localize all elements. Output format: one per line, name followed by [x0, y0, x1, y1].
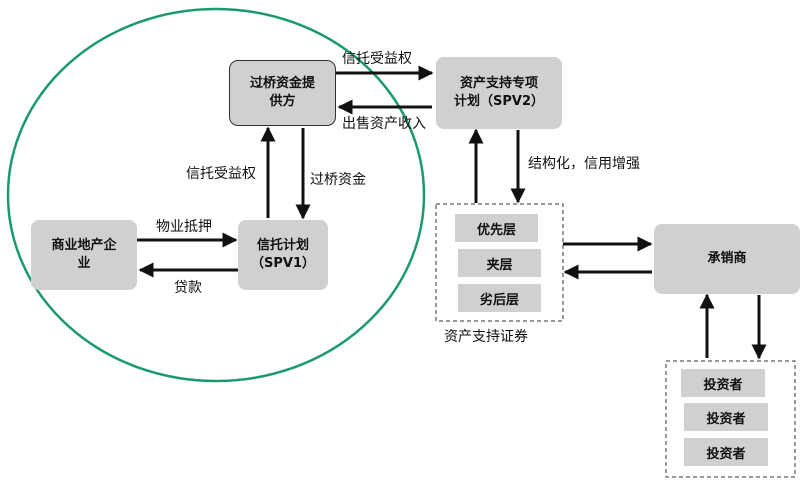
label-trust-beneficial-right-left: 信托受益权: [186, 166, 256, 182]
investor-3-label: 投资者: [706, 446, 746, 462]
bridge-fund-provider-label: 过桥资金提 供方: [249, 76, 315, 109]
tranche-senior: 优先层: [455, 214, 538, 242]
investor-1: 投资者: [681, 369, 765, 397]
label-loan: 贷款: [174, 280, 202, 296]
trust-plan-label: 信托计划 （SPV1）: [251, 238, 315, 271]
investor-1-label: 投资者: [703, 377, 743, 393]
tranche-subordinate: 劣后层: [458, 284, 541, 312]
underwriter-box: 承销商: [654, 224, 800, 294]
trust-plan-box: 信托计划 （SPV1）: [238, 220, 328, 290]
label-bridge-funds: 过桥资金: [310, 172, 366, 188]
investors-group-border: [665, 360, 796, 478]
spv1-scope-circle: [6, 7, 426, 383]
underwriter-label: 承销商: [707, 251, 747, 267]
investor-2: 投资者: [684, 403, 768, 431]
tranche-senior-label: 优先层: [476, 222, 516, 238]
label-property-mortgage: 物业抵押: [156, 219, 212, 235]
asset-support-plan-box: 资产支持专项 计划（SPV2）: [436, 57, 562, 129]
label-trust-beneficial-right-top: 信托受益权: [342, 51, 412, 67]
commercial-real-estate-label: 商业地产企 业: [51, 238, 117, 271]
bridge-fund-provider-box: 过桥资金提 供方: [229, 60, 336, 126]
commercial-real-estate-box: 商业地产企 业: [31, 220, 137, 290]
securities-group-label: 资产支持证券: [444, 329, 528, 345]
securities-group-border: [435, 203, 564, 322]
tranche-subordinate-label: 劣后层: [479, 292, 519, 308]
label-sale-asset-income: 出售资产收入: [342, 116, 426, 132]
investor-3: 投资者: [684, 438, 768, 466]
tranche-mezzanine-label: 夹层: [486, 257, 513, 273]
tranche-mezzanine: 夹层: [458, 249, 541, 277]
asset-support-plan-label: 资产支持专项 计划（SPV2）: [454, 76, 544, 109]
investor-2-label: 投资者: [706, 411, 746, 427]
label-structuring-credit-enhancement: 结构化，信用增强: [528, 156, 640, 172]
